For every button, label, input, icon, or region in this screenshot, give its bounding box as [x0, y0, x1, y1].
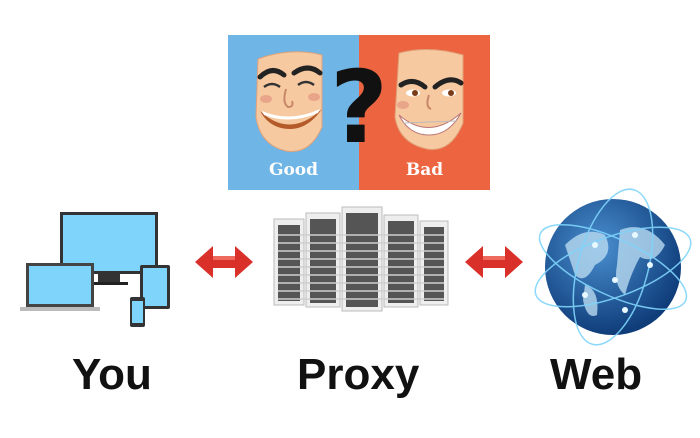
double-arrow-icon	[195, 246, 253, 278]
double-arrow-icon	[465, 246, 523, 278]
bad-label: Bad	[405, 160, 444, 180]
devices-icon	[20, 212, 170, 327]
question-mark: ?	[329, 49, 388, 166]
proxy-label: Proxy	[297, 350, 420, 399]
you-label: You	[72, 350, 152, 399]
web-label: Web	[550, 350, 643, 399]
happy-mask-icon	[255, 51, 323, 152]
evil-mask-icon	[394, 48, 464, 150]
good-side	[228, 35, 359, 190]
good-bad-panel: ? Good Bad	[228, 35, 490, 190]
server-racks-icon	[273, 206, 449, 312]
globe-icon	[534, 188, 692, 346]
bad-side	[359, 35, 490, 190]
good-label: Good	[268, 160, 319, 180]
